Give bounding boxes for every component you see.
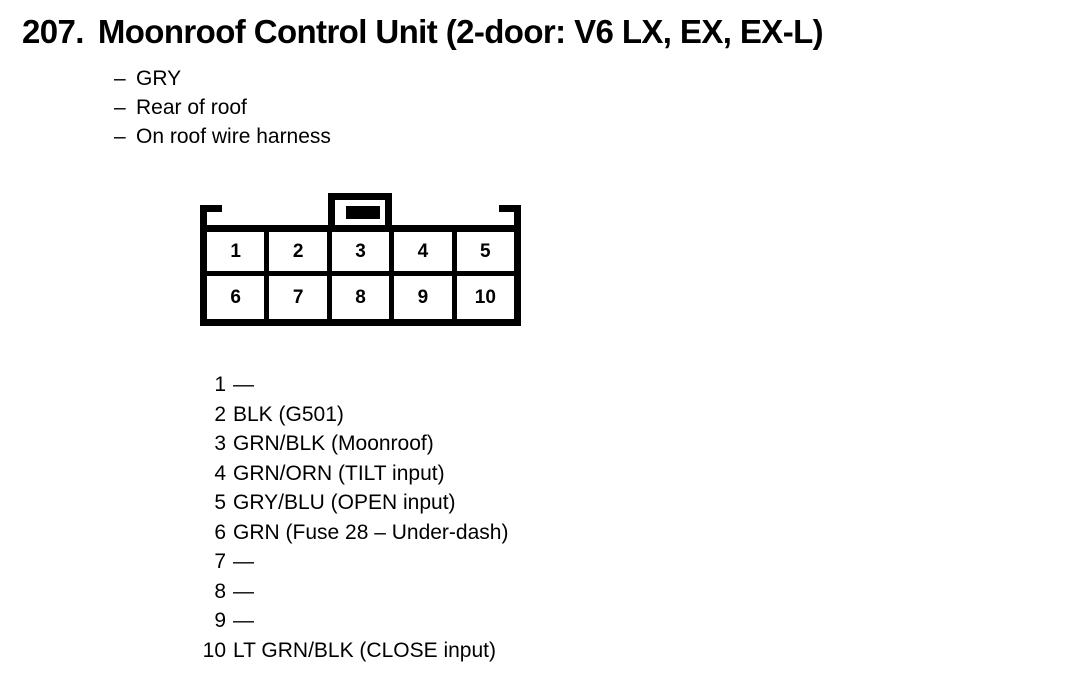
pin-list-item: 6 GRN (Fuse 28 – Under-dash) (196, 518, 508, 548)
connector-notch-right-icon (514, 205, 521, 227)
pin-description: LT GRN/BLK (CLOSE input) (233, 638, 496, 662)
pin-list-item: 1— (196, 370, 508, 400)
connector-cell: 3 (332, 232, 395, 271)
pin-list-item: 4 GRN/ORN (TILT input) (196, 459, 508, 489)
connector-notch-left-icon (200, 205, 207, 227)
connector-cell: 2 (269, 232, 332, 271)
description-line: –Rear of roof (114, 93, 331, 122)
connector-cell: 4 (394, 232, 457, 271)
pin-description: BLK (G501) (233, 402, 344, 426)
page-title: 207. Moonroof Control Unit (2-door: V6 LX… (22, 13, 824, 50)
pin-description: GRY/BLU (OPEN input) (233, 491, 456, 514)
pin-number: 10 (202, 638, 226, 662)
description-list: –GRY –Rear of roof –On roof wire harness (114, 64, 331, 151)
pin-list-item: 9— (196, 606, 508, 636)
pin-description: GRN (Fuse 28 – Under-dash) (233, 520, 509, 544)
description-line: –On roof wire harness (114, 122, 331, 151)
bullet-dash-icon: – (114, 125, 126, 148)
description-line-text: GRY (136, 67, 182, 90)
pin-list-item: 3 GRN/BLK (Moonroof) (196, 429, 508, 459)
pin-description: — (233, 579, 254, 603)
pin-description: — (233, 550, 254, 573)
pin-list-item: 10 LT GRN/BLK (CLOSE input) (196, 636, 508, 666)
pin-number: 9 (214, 609, 226, 632)
connector-cell: 7 (269, 275, 332, 319)
pin-number: 8 (214, 579, 226, 603)
pin-description: GRN/ORN (TILT input) (233, 461, 445, 485)
pin-list-item: 8— (196, 577, 508, 607)
connector-cell: 1 (207, 232, 270, 271)
pin-description: GRN/BLK (Moonroof) (233, 432, 434, 455)
connector-body: 1 2 3 4 5 6 7 8 9 10 (200, 225, 521, 326)
pin-number: 2 (214, 402, 226, 426)
connector-cell: 6 (207, 275, 270, 319)
pin-list-item: 5 GRY/BLU (OPEN input) (196, 488, 508, 518)
connector-diagram: 1 2 3 4 5 6 7 8 9 10 (200, 193, 521, 326)
pin-number: 6 (214, 520, 226, 544)
connector-notch-left-cap-icon (200, 205, 222, 212)
page-title-text: Moonroof Control Unit (2-door: V6 LX, EX… (97, 13, 824, 50)
pin-description: — (233, 373, 254, 396)
connector-locking-tab-icon (328, 193, 392, 225)
description-line-text: Rear of roof (136, 96, 247, 119)
pin-number: 3 (214, 432, 226, 455)
pin-description: — (233, 609, 254, 632)
pin-number: 5 (214, 491, 226, 514)
pin-number: 4 (214, 461, 226, 485)
connector-row-bottom: 6 7 8 9 10 (207, 275, 514, 319)
connector-cell: 10 (474, 286, 496, 308)
bullet-dash-icon: – (114, 96, 126, 119)
connector-tab-slot-icon (346, 206, 380, 219)
pin-list-item: 7— (196, 547, 508, 577)
page-title-number: 207. (22, 13, 84, 50)
description-line: –GRY (114, 64, 331, 93)
pin-number: 7 (214, 550, 226, 573)
connector-cell: 9 (394, 275, 457, 319)
pin-number: 1 (214, 373, 226, 396)
description-line-text: On roof wire harness (136, 125, 331, 148)
bullet-dash-icon: – (114, 67, 126, 90)
connector-notch-right-cap-icon (499, 205, 521, 212)
connector-cell: 8 (332, 275, 395, 319)
connector-cell: 5 (480, 240, 491, 262)
connector-row-top: 1 2 3 4 5 (207, 232, 514, 276)
pin-list-item: 2 BLK (G501) (196, 400, 508, 430)
